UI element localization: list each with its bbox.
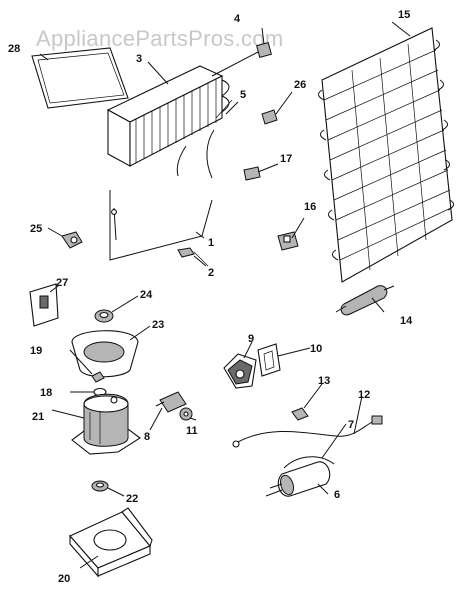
callout-23: 23 bbox=[152, 319, 164, 331]
watermark: AppliancePartsPros.com bbox=[36, 26, 283, 51]
part-16-bracket bbox=[277, 231, 299, 251]
part-20-base bbox=[69, 507, 153, 578]
part-28-panel bbox=[31, 47, 129, 109]
callout-22: 22 bbox=[126, 493, 138, 505]
part-27-bracket bbox=[29, 283, 59, 327]
callout-6: 6 bbox=[334, 489, 340, 501]
part-4-clip bbox=[211, 42, 272, 77]
part-7-strap bbox=[283, 456, 335, 469]
part-13-connector bbox=[291, 407, 309, 421]
part-11-plug bbox=[179, 407, 193, 421]
part-3-condenser bbox=[106, 65, 230, 167]
part-24-nut bbox=[94, 309, 114, 323]
callout-11: 11 bbox=[186, 425, 198, 437]
callout-17: 17 bbox=[280, 153, 292, 165]
callout-27: 27 bbox=[56, 277, 68, 289]
callout-1: 1 bbox=[208, 237, 214, 249]
callout-labels: 28 3 4 5 15 26 17 16 25 1 2 27 24 23 19 … bbox=[8, 9, 413, 585]
callout-15: 15 bbox=[398, 9, 410, 21]
callout-5: 5 bbox=[240, 89, 246, 101]
callout-8: 8 bbox=[144, 431, 150, 443]
callout-24: 24 bbox=[140, 289, 153, 301]
part-25-clip bbox=[61, 231, 83, 249]
part-10-clip bbox=[257, 343, 281, 377]
part-2-connector bbox=[177, 247, 209, 267]
callout-10: 10 bbox=[310, 343, 322, 355]
part-15-evaporator bbox=[318, 27, 454, 283]
callout-9: 9 bbox=[248, 333, 254, 345]
part-26-clip bbox=[261, 109, 278, 125]
callout-4: 4 bbox=[234, 13, 241, 25]
callout-28: 28 bbox=[8, 43, 20, 55]
callout-21: 21 bbox=[32, 411, 44, 423]
callout-26: 26 bbox=[294, 79, 306, 91]
part-19-grommet bbox=[91, 371, 105, 383]
part-14-drier bbox=[335, 285, 395, 316]
callout-12: 12 bbox=[358, 389, 370, 401]
callout-2: 2 bbox=[208, 267, 214, 279]
leader-lines bbox=[39, 21, 411, 569]
callout-13: 13 bbox=[318, 375, 330, 387]
part-9-relay bbox=[223, 353, 257, 389]
part-5-tube bbox=[176, 99, 233, 179]
part-17-clip bbox=[243, 166, 261, 181]
callout-19: 19 bbox=[30, 345, 42, 357]
callout-20: 20 bbox=[58, 573, 70, 585]
callout-7: 7 bbox=[348, 419, 354, 431]
part-12-cord bbox=[232, 415, 383, 448]
part-21-compressor bbox=[71, 393, 141, 455]
callout-14: 14 bbox=[400, 315, 413, 327]
part-22-grommet bbox=[91, 480, 109, 492]
callout-25: 25 bbox=[30, 223, 42, 235]
callout-16: 16 bbox=[304, 201, 316, 213]
part-23-cover bbox=[71, 330, 139, 378]
part-1-capillary-tube bbox=[109, 190, 213, 261]
callout-3: 3 bbox=[136, 53, 142, 65]
part-8-overload bbox=[155, 391, 187, 413]
callout-18: 18 bbox=[40, 387, 52, 399]
part-6-capacitor bbox=[265, 461, 331, 497]
